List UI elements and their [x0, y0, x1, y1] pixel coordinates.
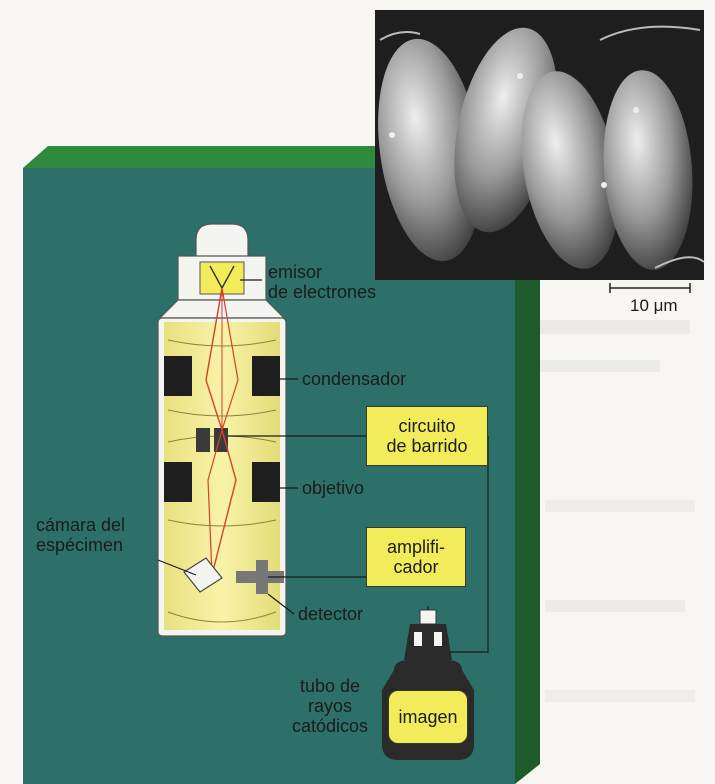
label-crt: tubo de rayos catódicos — [282, 676, 378, 736]
label-specimen-chamber: cámara del espécimen — [36, 515, 125, 555]
crt-screen-image: imagen — [388, 690, 468, 744]
label-condenser: condensador — [302, 369, 406, 389]
scale-bar — [610, 283, 690, 293]
scan-circuit-box: circuito de barrido — [366, 406, 488, 466]
sem-micrograph — [365, 10, 704, 280]
label-detector: detector — [298, 604, 363, 624]
background-page — [540, 320, 695, 702]
label-objective: objetivo — [302, 478, 364, 498]
scale-bar-label: 10 μm — [630, 296, 678, 316]
amplifier-box: amplifi- cador — [366, 527, 466, 587]
label-electron-emitter: emisor de electrones — [268, 262, 376, 302]
